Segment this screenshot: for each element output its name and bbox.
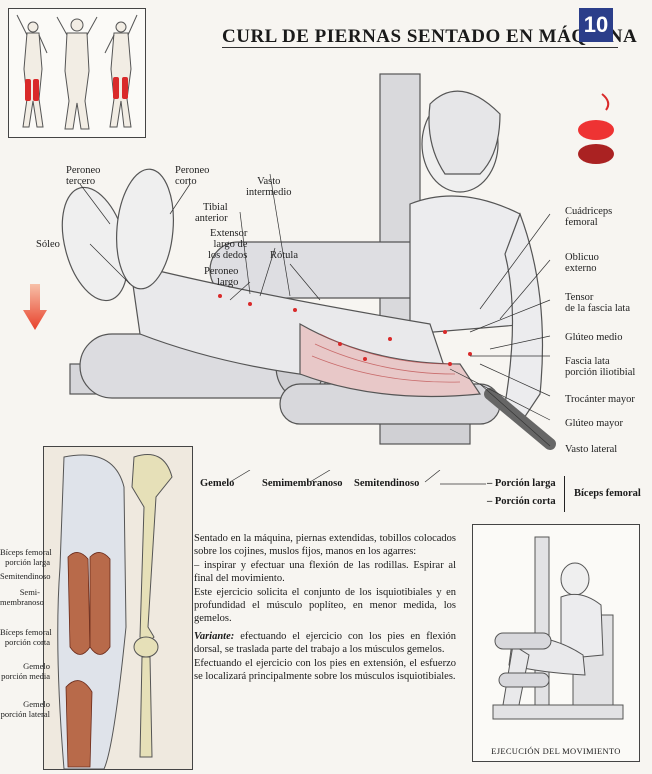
description-extension: Efectuando el ejercicio con los pies en … (194, 658, 456, 682)
inhale-oval-icon (578, 120, 614, 140)
label-tibial-anterior: Tibial anterior (195, 202, 228, 224)
execution-inset (472, 524, 640, 762)
thumbnail-figures-illustration (16, 14, 138, 130)
label-semitendinoso: Semitendinoso (354, 478, 420, 489)
description-movement: – inspirar y efectuar una flexión de las… (194, 560, 456, 584)
label-inset-gemelo-media: Gemelo porción media (1, 661, 50, 681)
label-peroneo-largo: Peroneo largo (204, 266, 239, 288)
exhale-oval-icon (578, 144, 614, 164)
label-gemelo: Gemelo (200, 478, 235, 489)
movement-down-arrow-icon (23, 284, 47, 330)
label-cuadriceps: Cuádriceps femoral (565, 206, 613, 228)
anatomy-thumbnail (8, 8, 146, 138)
label-gluteo-medio: Glúteo medio (565, 332, 623, 343)
execution-illustration (492, 536, 624, 720)
label-inset-biceps-larga: Bíceps femoral porción larga (0, 547, 52, 567)
exercise-description: Sentado en la máquina, piernas extendida… (194, 533, 456, 686)
label-oblicuo: Oblicuo externo (565, 252, 599, 274)
label-porcion-corta: – Porción corta (487, 496, 556, 507)
label-porcion-larga: – Porción larga (487, 478, 556, 489)
description-muscles: Este ejercicio solicita el conjunto de l… (194, 587, 456, 624)
label-vasto-lateral: Vasto lateral (565, 444, 618, 455)
execution-caption: EJECUCIÓN DEL MOVIMIENTO (491, 746, 621, 756)
page-title: CURL DE PIERNAS SENTADO EN MÁQUINA (222, 26, 638, 47)
label-inset-semitendinoso: Semitendinoso (0, 571, 51, 581)
description-variant: Variante: efectuando el ejercicio con lo… (194, 631, 456, 656)
label-peroneo-tercero: Peroneo tercero (66, 165, 101, 187)
page-number-badge: 10 (579, 8, 613, 42)
title-rule (222, 47, 618, 48)
posterior-leg-illustration (57, 454, 173, 770)
label-fascia-lata: Fascia lata porción iliotibial (565, 356, 636, 378)
label-tensor: Tensor de la fascia lata (565, 292, 630, 314)
label-trocanter: Trocánter mayor (565, 394, 635, 405)
label-gluteo-mayor: Glúteo mayor (565, 418, 624, 429)
label-inset-semimembranoso: Semi- membranoso (0, 587, 44, 607)
variant-label: Variante: (194, 631, 235, 643)
label-rotula: Rótula (270, 250, 298, 261)
variant-text: efectuando el ejercicio con los pies en … (194, 631, 456, 655)
posterior-leg-inset (43, 446, 193, 770)
bottom-leader-lines (229, 470, 486, 485)
biceps-bracket (564, 476, 565, 512)
label-soleo: Sóleo (36, 239, 60, 250)
breathing-indicator (578, 93, 614, 164)
label-inset-gemelo-lateral: Gemelo porción lateral (0, 699, 50, 719)
label-inset-biceps-corta: Bíceps femoral porción corta (0, 627, 52, 647)
description-setup: Sentado en la máquina, piernas extendida… (194, 533, 456, 557)
label-peroneo-corto: Peroneo corto (175, 165, 210, 187)
label-biceps-femoral: Bíceps femoral (574, 488, 641, 499)
label-extensor-largo: Extensor largo de los dedos (208, 228, 248, 261)
main-exercise-illustration (61, 73, 556, 450)
label-semimembranoso: Semimembranoso (262, 478, 343, 489)
label-vasto-intermedio: Vasto intermedio (246, 176, 292, 198)
